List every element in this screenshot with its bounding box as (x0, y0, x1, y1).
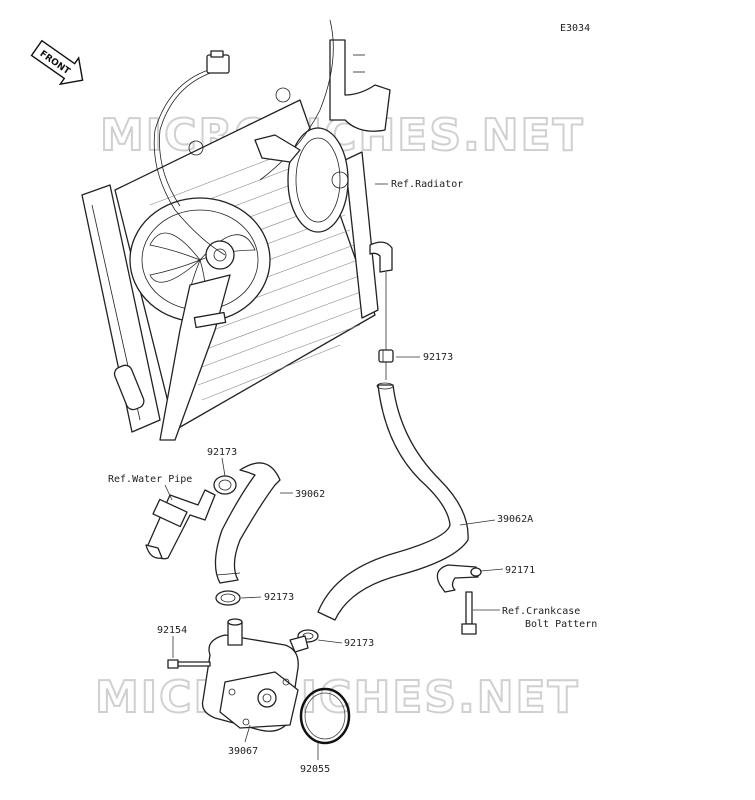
bolt-crankcase (461, 591, 477, 635)
ref-radiator-label: Ref.Radiator (391, 179, 463, 190)
hose-upper-stub (369, 241, 393, 273)
part-label-39067: 39067 (228, 746, 258, 757)
part-label-92055: 92055 (300, 764, 330, 775)
hose-39062 (214, 462, 281, 584)
clamp-left (213, 475, 237, 495)
water-pipe-ref (145, 489, 216, 560)
ref-water-pipe-label: Ref.Water Pipe (108, 474, 192, 485)
o-ring-92055 (299, 687, 351, 745)
ref-bolt-pattern-label: Bolt Pattern (525, 619, 597, 630)
radiator-assembly (81, 19, 391, 441)
part-label-92154: 92154 (157, 625, 187, 636)
part-label-39062: 39062 (295, 489, 325, 500)
hose-39062A (317, 384, 469, 621)
part-label-92171: 92171 (505, 565, 535, 576)
part-label-92173-upper: 92173 (423, 352, 453, 363)
front-arrow-icon: FRONT (30, 39, 84, 86)
ref-crankcase-label: Ref.Crankcase (502, 606, 580, 617)
part-label-92173-left: 92173 (207, 447, 237, 458)
diagram-code: E3034 (560, 23, 590, 34)
bracket-92171 (436, 564, 482, 593)
bolt-92154 (167, 659, 211, 669)
clamp-upper (378, 349, 394, 363)
oil-cooler-39067 (201, 618, 309, 732)
part-label-92173-lower-right: 92173 (344, 638, 374, 649)
part-label-92173-lower-left: 92173 (264, 592, 294, 603)
part-label-39062A: 39062A (497, 514, 533, 525)
clamp-lower-left (215, 590, 241, 606)
